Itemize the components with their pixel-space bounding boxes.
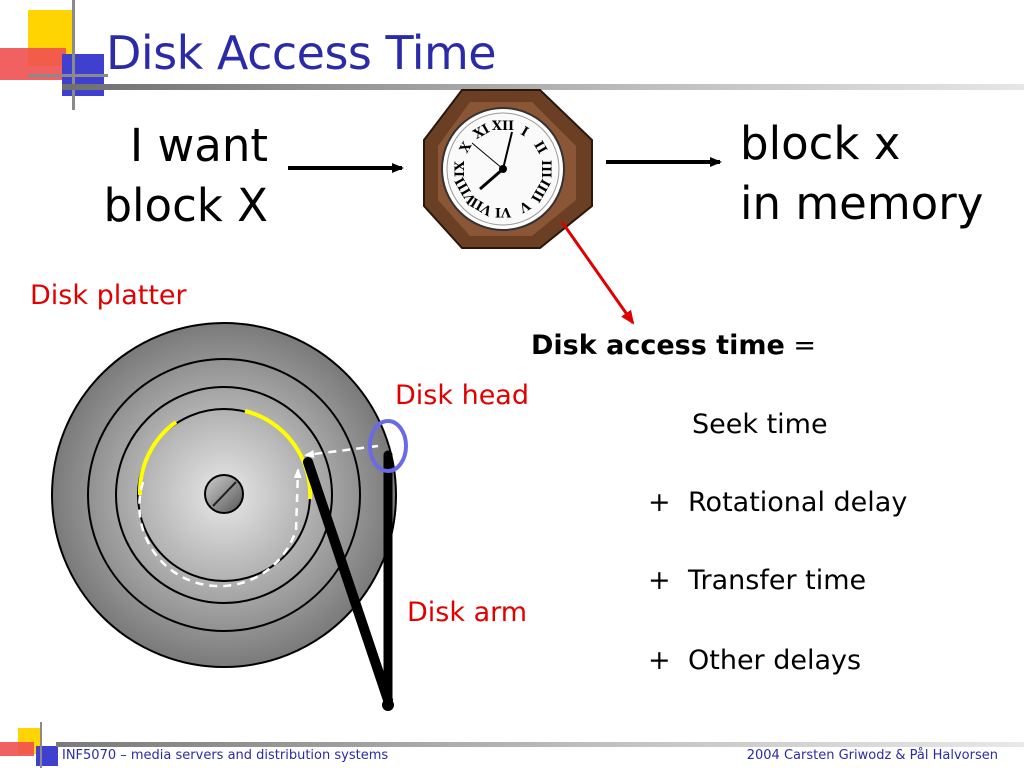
footer-rule — [56, 742, 1024, 747]
result-line-1: block x — [740, 117, 901, 170]
request-line-1: I want — [129, 119, 268, 172]
label-disk-platter: Disk platter — [30, 280, 187, 311]
footer-course: INF5070 – media servers and distribution… — [62, 748, 389, 763]
disk-arm — [303, 450, 394, 711]
track-highlight-right — [244, 409, 313, 500]
corner-decoration — [0, 0, 108, 110]
clock-numeral: IX — [453, 160, 468, 177]
term-other-delays: Other delays — [688, 645, 862, 676]
term-seek-time: Seek time — [692, 409, 828, 440]
footer-corner-decoration — [0, 722, 58, 768]
rotation-path — [138, 481, 298, 588]
result-text: block x in memory — [740, 114, 983, 234]
plus-sign: + — [648, 487, 671, 518]
plus-sign: + — [648, 645, 671, 676]
term-rotational-delay: Rotational delay — [688, 487, 908, 518]
label-disk-head: Disk head — [395, 380, 529, 411]
footer-authors: 2004 Carsten Griwodz & Pål Halvorsen — [746, 748, 998, 763]
result-line-2: in memory — [740, 177, 984, 230]
clock-numeral: VI — [495, 204, 512, 219]
label-disk-arm: Disk arm — [407, 597, 528, 628]
clock-numeral: III — [538, 160, 553, 178]
term-transfer-time: Transfer time — [688, 565, 867, 596]
equation-title: Disk access time = — [531, 330, 816, 361]
equation-title-bold: Disk access time — [531, 330, 785, 361]
disk-platter — [51, 322, 397, 668]
slide-title: Disk Access Time — [106, 26, 497, 80]
disk-head-highlight — [368, 419, 408, 473]
seek-path — [304, 444, 379, 458]
clock-to-equation-arrow — [560, 221, 635, 325]
request-line-2: block X — [103, 179, 268, 232]
request-text: I want block X — [103, 116, 268, 236]
track-highlight-left — [137, 420, 178, 496]
plus-sign: + — [648, 565, 671, 596]
title-underline — [62, 84, 1024, 90]
equation-title-equals: = — [784, 330, 817, 361]
clock-numeral: XI — [471, 122, 493, 143]
clock-numeral: XII — [492, 119, 514, 134]
